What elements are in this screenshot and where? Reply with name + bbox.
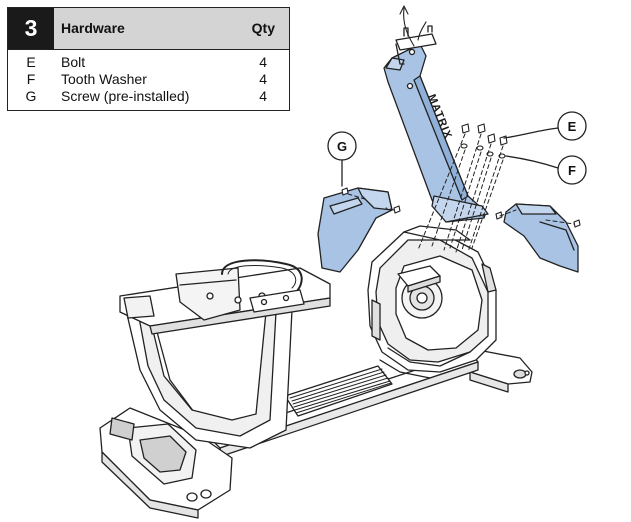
hardware-qty: 4 [259, 54, 267, 70]
hardware-table-header: 3 Hardware Qty [8, 8, 289, 50]
hardware-name: Tooth Washer [61, 71, 147, 87]
hardware-code: E [26, 54, 36, 70]
callout-label-g: G [337, 139, 347, 154]
hardware-qty: 4 [259, 71, 267, 87]
cable-arrow [399, 5, 427, 47]
hardware-rows: E Bolt 4 F Tooth Washer 4 G Screw (pre-i… [8, 54, 289, 105]
hardware-row: E Bolt 4 [8, 54, 289, 71]
callout-label-e: E [568, 119, 577, 134]
hardware-bolts [341, 123, 581, 228]
hardware-code: F [26, 71, 36, 87]
step-number: 3 [8, 8, 54, 49]
hardware-qty: 4 [259, 88, 267, 104]
highlighted-parts [317, 25, 579, 273]
hardware-table: 3 Hardware Qty E Bolt 4 F Tooth Washer 4… [7, 7, 290, 111]
guide-lines [347, 133, 575, 253]
hardware-code: G [25, 88, 37, 104]
hardware-column-header: Hardware [61, 20, 125, 36]
hardware-row: G Screw (pre-installed) 4 [8, 88, 289, 105]
callout-g [327, 131, 357, 187]
bike-frame [99, 225, 533, 519]
hardware-row: F Tooth Washer 4 [8, 71, 289, 88]
callout-f [505, 155, 587, 185]
callout-e [503, 111, 587, 141]
hardware-name: Bolt [61, 54, 86, 70]
hardware-name: Screw (pre-installed) [61, 88, 190, 104]
callout-label-f: F [568, 163, 576, 178]
qty-column-header: Qty [251, 20, 275, 36]
